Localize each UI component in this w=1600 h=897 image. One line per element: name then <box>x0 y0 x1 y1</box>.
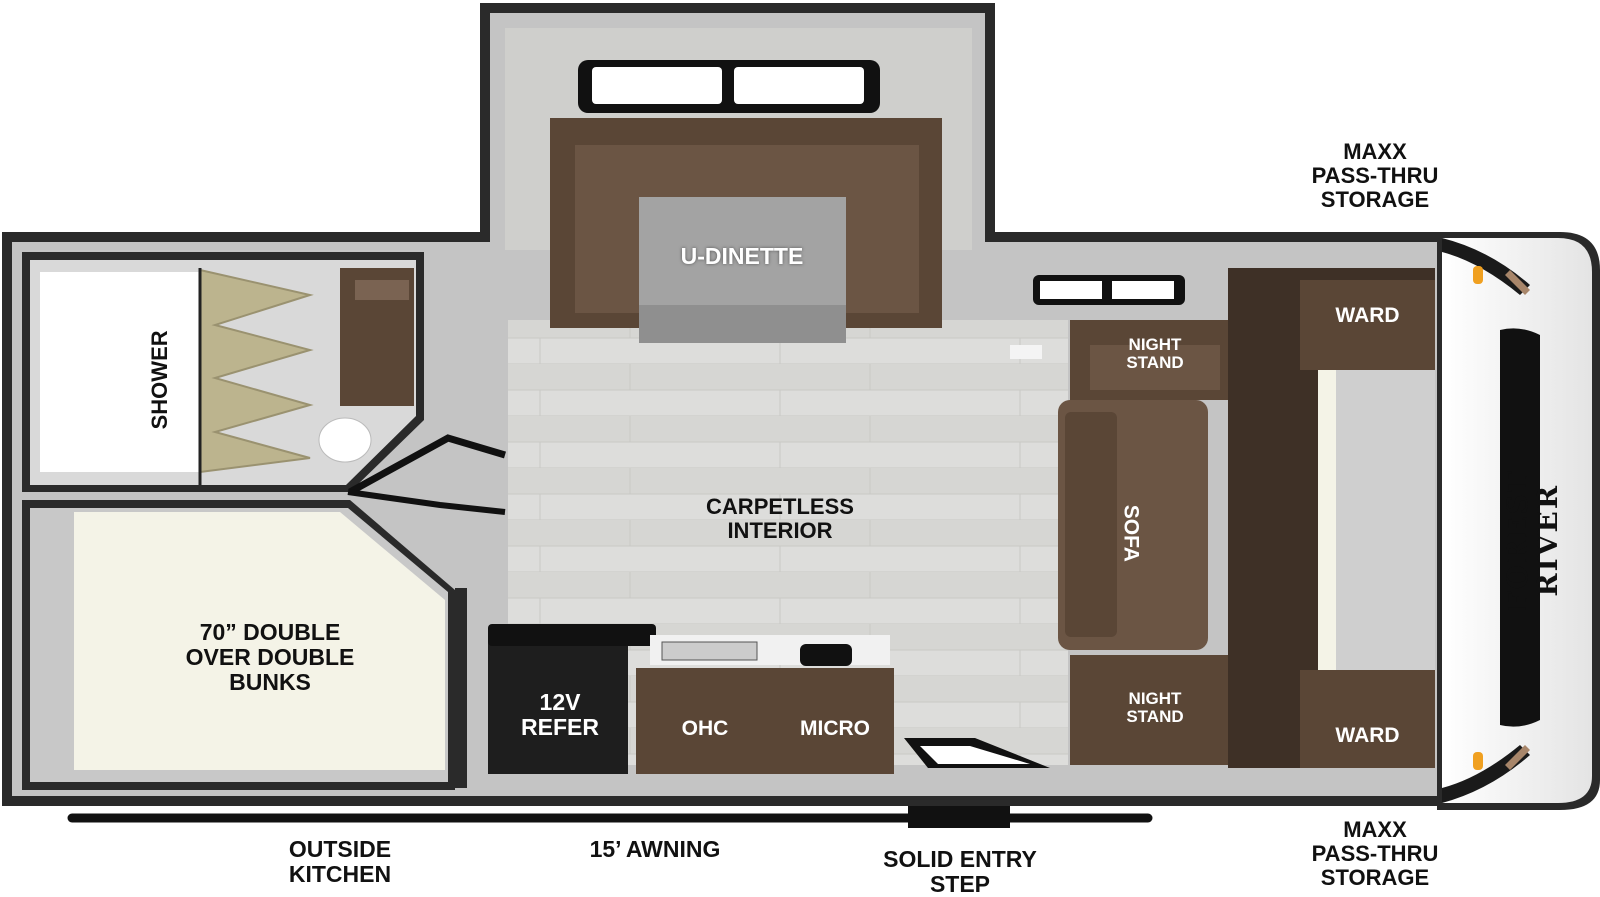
sofa-label: SOFA <box>1119 504 1143 562</box>
shower-label: SHOWER <box>147 330 173 430</box>
bunk-door <box>347 489 506 515</box>
nightstand-bottom-label: NIGHT STAND <box>1126 689 1184 727</box>
outside-kitchen-label: OUTSIDE KITCHEN <box>288 836 392 887</box>
storage-bottom-label: MAXX PASS-THRU STORAGE <box>1311 817 1439 890</box>
bathroom-door <box>348 434 507 496</box>
marker-light-top <box>1473 266 1483 284</box>
bedroom-window <box>1033 275 1185 305</box>
ward-bottom-label: WARD <box>1335 724 1400 747</box>
shower-curtain <box>198 268 314 485</box>
front-cap <box>1437 232 1600 810</box>
ohc-label: OHC <box>681 717 729 740</box>
refer-label: 12V REFER <box>521 689 599 740</box>
bedroom <box>1058 268 1435 768</box>
wall-light <box>1010 345 1042 359</box>
awning-label: 15’ AWNING <box>589 836 721 862</box>
u-dinette <box>550 118 942 343</box>
entry-step-marker <box>908 806 1010 828</box>
entry-step <box>904 738 1050 768</box>
marker-light-bottom <box>1473 752 1483 770</box>
nightstand-top-label: NIGHT STAND <box>1126 335 1184 373</box>
storage-top-label: MAXX PASS-THRU STORAGE <box>1311 139 1439 212</box>
interior-label: CARPETLESS INTERIOR <box>706 494 854 543</box>
micro-label: MICRO <box>800 717 870 740</box>
bunk-partition <box>455 588 467 788</box>
entry-step-label: SOLID ENTRY STEP <box>883 846 1037 897</box>
brand-logo: FOREST RIVER <box>1500 469 1564 612</box>
kitchen-counter <box>488 624 894 774</box>
bunk-room <box>22 500 455 790</box>
dinette-window <box>578 60 880 113</box>
ward-top-label: WARD <box>1335 304 1400 327</box>
dinette-label: U-DINETTE <box>680 243 804 269</box>
bunks-label: 70” DOUBLE OVER DOUBLE BUNKS <box>185 619 355 695</box>
